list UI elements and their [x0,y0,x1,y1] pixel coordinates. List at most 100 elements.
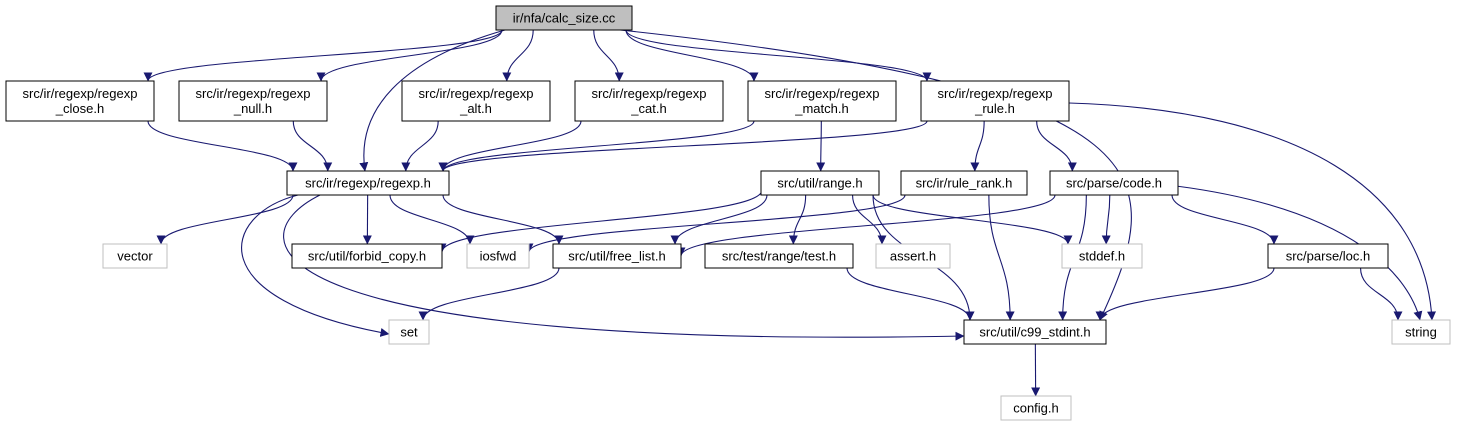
node-iosfwd[interactable]: iosfwd [466,243,530,269]
edge-line [1171,194,1279,245]
node-box[interactable] [286,170,450,196]
node-box[interactable] [900,170,1028,196]
node-root[interactable]: ir/nfa/calc_size.cc [495,5,633,31]
edge-regexp-to-free_list [442,194,564,245]
node-label-line: _rule.h [974,101,1015,116]
node-stddef[interactable]: stddef.h [1061,243,1143,269]
node-box[interactable] [875,243,951,269]
node-null[interactable]: src/ir/regexp/regexp_null.h [178,80,328,122]
edge-code-to-free_list [676,194,1056,257]
node-label-line: ir/nfa/calc_size.cc [513,11,616,26]
node-free-list[interactable]: src/util/free_list.h [552,243,682,269]
edge-line [524,194,906,253]
node-label-line: src/util/free_list.h [568,249,666,264]
edge-rule_rank-to-iosfwd [524,194,906,253]
node-label-line: _alt.h [459,101,492,116]
node-label-line: _match.h [794,101,848,116]
node-label-line: src/parse/loc.h [1286,249,1371,264]
edge-line [401,120,439,172]
node-box[interactable] [920,80,1070,122]
node-config[interactable]: config.h [1000,395,1072,421]
edge-range-to-free_list [670,194,768,245]
edge-range-to-stddef [872,194,1073,245]
node-alt[interactable]: src/ir/regexp/regexp_alt.h [401,80,551,122]
edge-line [438,120,928,172]
edge-match-to-range [816,120,826,172]
edge-root-to-rule [625,29,932,82]
edge-line [846,267,975,321]
node-box[interactable] [1391,319,1451,345]
node-range[interactable]: src/util/range.h [760,170,880,196]
node-label-line: config.h [1013,401,1059,416]
node-close[interactable]: src/ir/regexp/regexp_close.h [5,80,155,122]
node-box[interactable] [574,80,724,122]
node-box[interactable] [1000,395,1072,421]
node-label-line: _close.h [55,101,104,116]
edge-line [852,194,887,245]
node-match[interactable]: src/ir/regexp/regexp_match.h [747,80,897,122]
node-label-line: src/test/range/test.h [722,249,836,264]
node-box[interactable] [760,170,880,196]
edge-line [389,194,475,245]
node-box[interactable] [388,319,430,345]
node-box[interactable] [963,319,1107,345]
edge-line [872,194,1073,245]
edge-free_list-to-set [418,267,560,321]
edge-line [359,29,506,172]
edge-rule-to-code [1036,120,1077,172]
edge-line [1360,267,1403,321]
edge-code-to-stddef [1101,194,1111,245]
node-box[interactable] [5,80,155,122]
node-code[interactable]: src/parse/code.h [1049,170,1179,196]
edge-regexp-to-c99 [283,194,965,341]
node-assert[interactable]: assert.h [875,243,951,269]
edge-test-to-c99 [846,267,975,321]
node-vector[interactable]: vector [102,243,168,269]
edge-line [788,194,807,245]
edge-line [1101,194,1111,245]
edge-line [292,120,333,172]
node-box[interactable] [704,243,854,269]
node-cat[interactable]: src/ir/regexp/regexp_cat.h [574,80,724,122]
edge-range-to-test [788,194,807,245]
node-set[interactable]: set [388,319,430,345]
node-loc[interactable]: src/parse/loc.h [1267,243,1389,269]
node-regexp[interactable]: src/ir/regexp/regexp.h [286,170,450,196]
edge-line [437,189,763,253]
node-label-line: _cat.h [630,101,666,116]
edge-alt-to-regexp [401,120,439,172]
node-box[interactable] [102,243,168,269]
edge-root-to-regexp [359,29,506,172]
node-forbid[interactable]: src/util/forbid_copy.h [291,243,443,269]
node-label-line: string [1405,325,1437,340]
edge-root-to-close [143,29,503,82]
node-box[interactable] [1049,170,1179,196]
edge-rule-to-rule_rank [970,120,985,172]
node-box[interactable] [552,243,682,269]
edge-root-to-match [625,29,759,82]
node-c99[interactable]: src/util/c99_stdint.h [963,319,1107,345]
edge-code-to-loc [1171,194,1279,245]
node-test[interactable]: src/test/range/test.h [704,243,854,269]
edge-regexp-to-iosfwd [389,194,475,245]
node-box[interactable] [291,243,443,269]
node-box[interactable] [178,80,328,122]
node-rule-rank[interactable]: src/ir/rule_rank.h [900,170,1028,196]
edge-line [316,29,503,82]
edge-range-to-forbid [437,189,763,253]
edge-line [438,120,582,172]
edge-line [816,120,826,172]
node-label-line: stddef.h [1079,249,1125,264]
edge-root-to-cat [593,29,624,82]
node-rule[interactable]: src/ir/regexp/regexp_rule.h [920,80,1070,122]
edge-line [1036,120,1077,172]
edge-cat-to-regexp [438,120,582,172]
node-box[interactable] [1267,243,1389,269]
node-box[interactable] [466,243,530,269]
node-box[interactable] [401,80,551,122]
node-label-line: set [400,325,418,340]
node-box[interactable] [1061,243,1143,269]
node-string[interactable]: string [1391,319,1451,345]
node-box[interactable] [495,5,633,31]
node-box[interactable] [747,80,897,122]
